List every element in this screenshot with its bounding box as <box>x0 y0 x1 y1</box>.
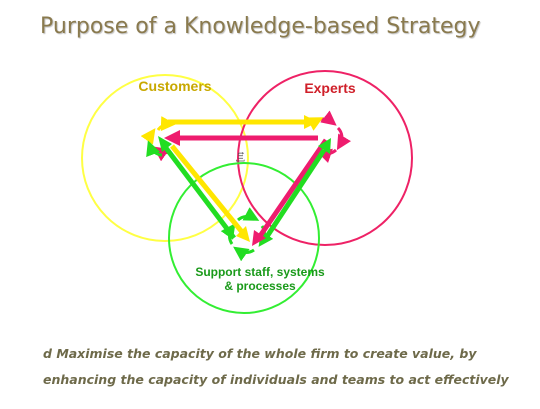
arrow-experts-to-support <box>252 138 329 246</box>
arrow-support-to-experts <box>263 138 331 240</box>
support-label: Support staff, systems & processes <box>195 265 325 293</box>
support-circle <box>168 162 320 314</box>
arrow-customers-to-experts <box>168 115 318 129</box>
arrow-support-to-customers <box>158 136 236 240</box>
bullet-line-2: enhancing the capacity of individuals an… <box>43 372 509 387</box>
support-cycle-icon <box>220 207 274 262</box>
arrow-experts-to-customers <box>164 130 318 146</box>
customers-circle <box>81 74 249 242</box>
small-mark: tıı] <box>236 152 246 163</box>
bullet-text-1: Maximise the capacity of the whole firm … <box>56 346 477 361</box>
experts-circle <box>237 70 413 246</box>
experts-label: Experts <box>304 80 356 96</box>
customers-label: Customers <box>138 78 212 94</box>
bullet-symbol: d <box>43 346 52 361</box>
bullet-line-1: d Maximise the capacity of the whole fir… <box>43 346 533 361</box>
arrow-customers-to-support <box>170 144 250 242</box>
slide-title: Purpose of a Knowledge-based Strategy <box>40 14 481 39</box>
